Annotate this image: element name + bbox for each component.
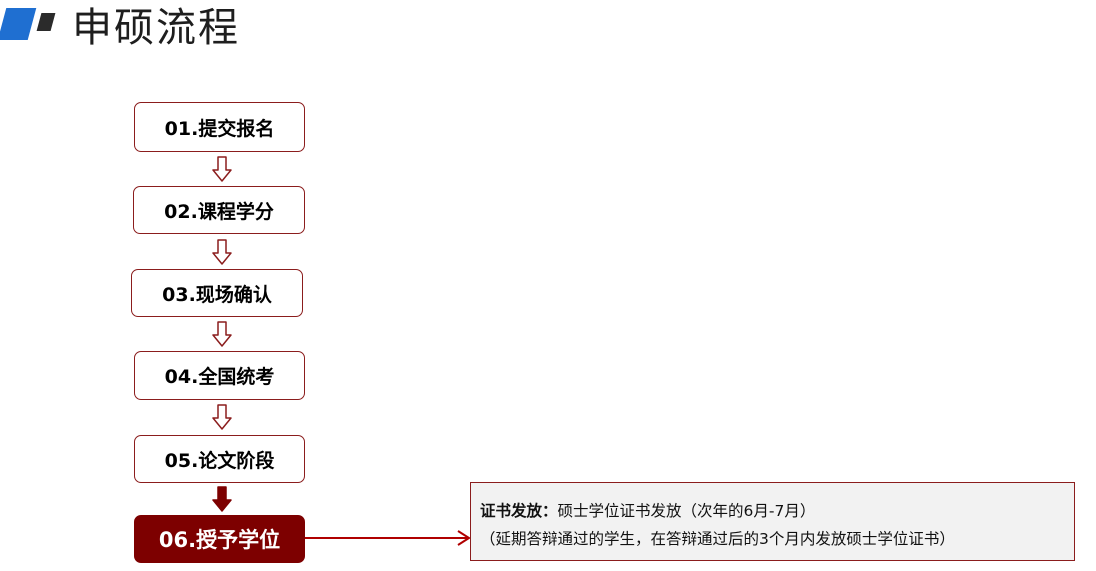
info-line-1: 证书发放：硕士学位证书发放（次年的6月-7月） <box>480 497 1074 525</box>
info-text-1: 硕士学位证书发放（次年的6月-7月） <box>557 502 816 520</box>
right-arrow-icon <box>305 530 471 546</box>
step-01-submit-registration: 01.提交报名 <box>134 102 305 152</box>
info-text-2: （延期答辩通过的学生，在答辩通过后的3个月内发放硕士学位证书） <box>480 530 955 548</box>
step-03-onsite-confirmation: 03.现场确认 <box>131 269 303 317</box>
step-05-thesis-stage: 05.论文阶段 <box>134 435 305 483</box>
info-heading: 证书发放： <box>480 502 558 520</box>
down-arrow-icon <box>212 239 232 265</box>
certificate-info-box: 证书发放：硕士学位证书发放（次年的6月-7月） （延期答辩通过的学生，在答辩通过… <box>470 482 1075 561</box>
step-04-national-exam: 04.全国统考 <box>134 351 305 400</box>
logo-dark-bar <box>36 13 56 31</box>
step-06-degree-conferral: 06.授予学位 <box>134 515 305 563</box>
page-title: 申硕流程 <box>72 5 240 51</box>
down-arrow-icon <box>212 156 232 182</box>
down-arrow-icon <box>212 404 232 430</box>
step-02-course-credits: 02.课程学分 <box>133 186 305 234</box>
logo-blue-bar <box>0 8 37 40</box>
down-arrow-icon <box>212 321 232 347</box>
down-arrow-filled-icon <box>212 486 232 512</box>
